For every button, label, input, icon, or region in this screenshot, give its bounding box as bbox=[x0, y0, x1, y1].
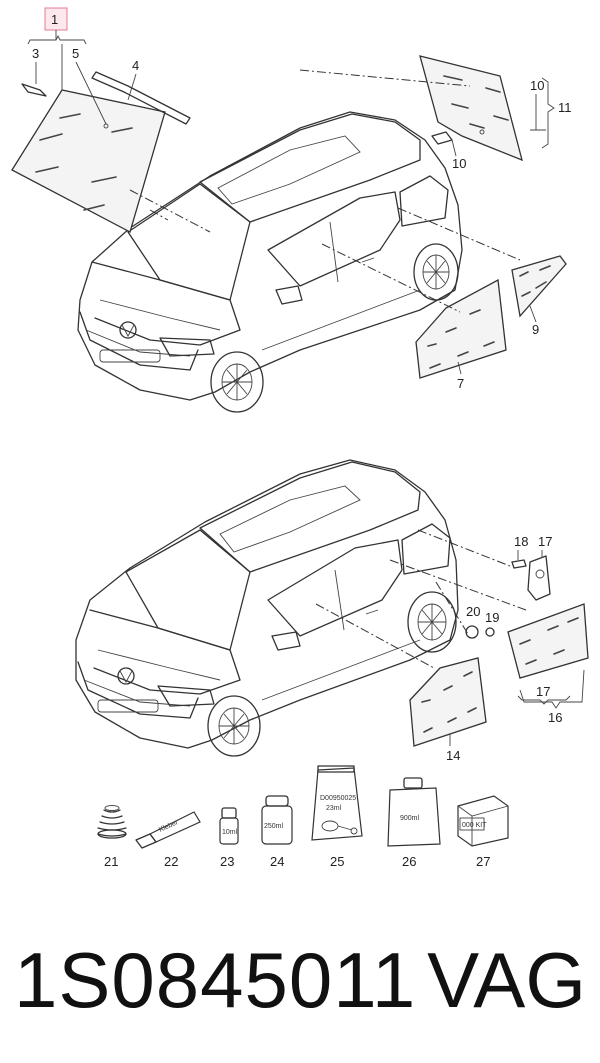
callout-9: 9 bbox=[532, 322, 539, 337]
callout-10-upper: 10 bbox=[530, 78, 544, 93]
rear-door-window-part bbox=[409, 657, 487, 747]
footer: 1S0845011 VAG bbox=[0, 930, 600, 1040]
windscreen-part bbox=[11, 89, 166, 233]
svg-text:10ml: 10ml bbox=[222, 829, 238, 836]
callout-22: 22 bbox=[164, 854, 178, 869]
brand-name: VAG bbox=[427, 936, 586, 1024]
sensor-clip-part bbox=[21, 83, 47, 97]
callout-14: 14 bbox=[446, 748, 460, 763]
adhesive-tube-part: Kleber bbox=[135, 811, 201, 849]
cleaner-jug-part: 900ml bbox=[387, 777, 441, 847]
quarter-window-part bbox=[507, 603, 589, 679]
callout-26: 26 bbox=[402, 854, 416, 869]
callout-3: 3 bbox=[32, 46, 39, 61]
windscreen-trim-strip bbox=[91, 71, 191, 125]
window-bracket-part bbox=[527, 555, 551, 601]
callout-25: 25 bbox=[330, 854, 344, 869]
callout-10-lower: 10 bbox=[452, 156, 466, 171]
screw-part bbox=[511, 559, 527, 569]
callout-16: 16 bbox=[548, 710, 562, 725]
repair-kit-box-part: 000 KIT bbox=[457, 795, 509, 847]
callout-20: 20 bbox=[466, 604, 480, 619]
callout-11: 11 bbox=[558, 100, 572, 115]
svg-text:000 KIT: 000 KIT bbox=[462, 822, 487, 829]
callout-24: 24 bbox=[270, 854, 284, 869]
adhesive-kit-bag-part: D00950025 23ml bbox=[311, 765, 363, 841]
callout-27: 27 bbox=[476, 854, 490, 869]
car-bottom-illustration bbox=[75, 459, 459, 757]
svg-text:900ml: 900ml bbox=[400, 815, 420, 822]
svg-text:D00950025: D00950025 bbox=[320, 795, 356, 802]
nut-part bbox=[465, 625, 479, 639]
svg-text:23ml: 23ml bbox=[326, 805, 342, 812]
callout-4: 4 bbox=[132, 58, 139, 73]
callout-7: 7 bbox=[457, 376, 464, 391]
primer-bottle-small-part: 10ml bbox=[219, 807, 239, 845]
rear-window-part bbox=[419, 55, 523, 162]
door-window-part bbox=[415, 278, 507, 379]
callout-17-upper: 17 bbox=[538, 534, 552, 549]
callout-23: 23 bbox=[220, 854, 234, 869]
parts-diagram: 1 3 5 4 10 11 10 9 7 bbox=[11, 7, 589, 869]
primer-can-part: 250ml bbox=[261, 795, 293, 845]
svg-text:250ml: 250ml bbox=[264, 823, 284, 830]
spring-part bbox=[97, 805, 127, 839]
callout-18: 18 bbox=[514, 534, 528, 549]
part-number: 1S0845011 bbox=[14, 936, 417, 1024]
callout-5: 5 bbox=[72, 46, 79, 61]
clip-part bbox=[485, 627, 495, 637]
callout-19: 19 bbox=[485, 610, 499, 625]
callout-1: 1 bbox=[51, 12, 58, 27]
callout-21: 21 bbox=[104, 854, 118, 869]
callout-17-lower: 17 bbox=[536, 684, 550, 699]
